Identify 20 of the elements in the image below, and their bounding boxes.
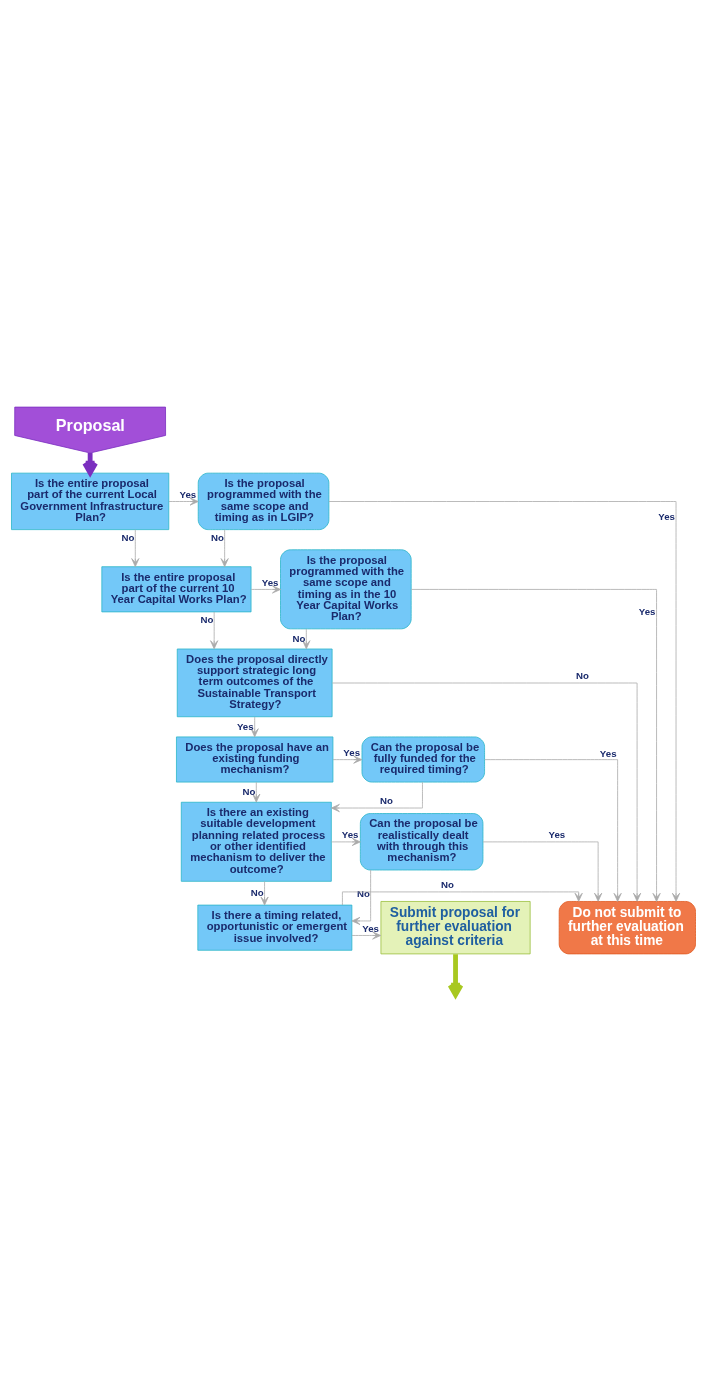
edge-label: No bbox=[242, 785, 256, 797]
edge-label: No bbox=[250, 886, 264, 898]
edge-label: No bbox=[292, 632, 306, 644]
edge-label: No bbox=[200, 613, 214, 625]
edge-label: Yes bbox=[599, 747, 617, 759]
edge-label: Yes bbox=[548, 828, 566, 840]
edge-label: No bbox=[576, 669, 589, 681]
edge-label: No bbox=[440, 878, 454, 890]
edge-label: Yes bbox=[343, 746, 361, 758]
edge-label: Yes bbox=[236, 720, 254, 732]
edge-label: Yes bbox=[341, 828, 359, 840]
edge-label: No bbox=[356, 887, 370, 899]
edge-label: Yes bbox=[179, 488, 197, 500]
edge-label: No bbox=[210, 531, 224, 543]
edge-label: Yes bbox=[658, 510, 675, 522]
edge-label: No bbox=[380, 794, 393, 806]
edge-label: No bbox=[121, 531, 135, 543]
edge-label: Yes bbox=[362, 922, 379, 934]
edge-label: Yes bbox=[261, 576, 279, 588]
edge-label: Yes bbox=[638, 605, 656, 617]
